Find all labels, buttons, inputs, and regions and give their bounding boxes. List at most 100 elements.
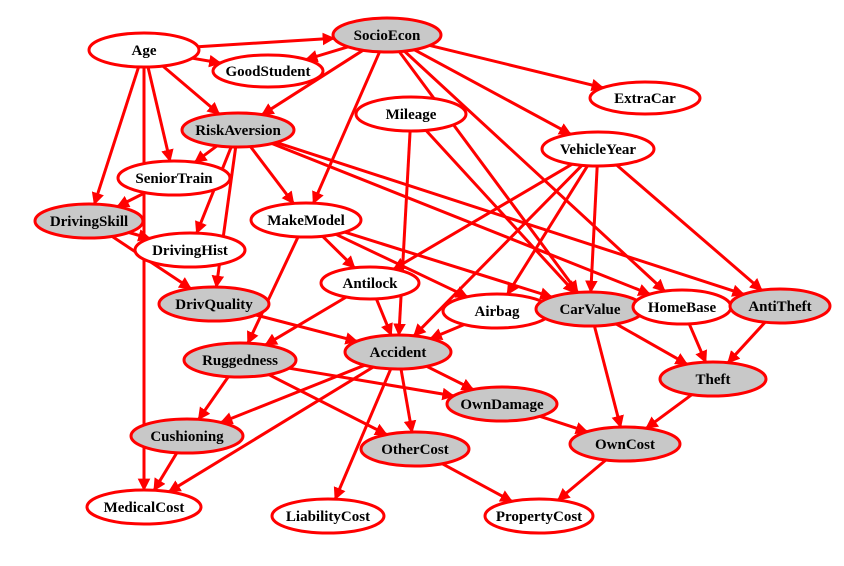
node-ellipse xyxy=(354,95,468,133)
edge-antilock-to-accident xyxy=(375,298,393,337)
edge-owndamage-to-owncost xyxy=(539,414,589,435)
edge-seniortrain-to-drivingskill xyxy=(116,191,146,208)
edge-socioecon-to-makemodel xyxy=(312,51,381,205)
node-ellipse xyxy=(445,385,559,423)
node-ellipse xyxy=(85,488,203,526)
node-carvalue: CarValue xyxy=(534,290,646,328)
node-owndamage: OwnDamage xyxy=(445,385,559,423)
node-ellipse xyxy=(157,285,271,323)
node-goodstudent: GoodStudent xyxy=(211,53,325,89)
node-ellipse xyxy=(87,31,201,69)
node-label: DrivingSkill xyxy=(50,214,128,230)
edge-accident-to-liabilitycost xyxy=(333,368,393,501)
node-cushioning: Cushioning xyxy=(129,417,245,455)
edge-accident-to-cushioning xyxy=(219,363,366,425)
node-label: Theft xyxy=(696,372,731,388)
edge-makemodel-to-carvalue xyxy=(344,230,553,300)
node-label: OtherCost xyxy=(381,442,449,458)
node-antitheft: AntiTheft xyxy=(728,287,832,325)
node-airbag: Airbag xyxy=(441,292,553,330)
node-accident: Accident xyxy=(343,333,453,371)
edge-age-to-seniortrain xyxy=(146,66,174,163)
node-liabilitycost: LiabilityCost xyxy=(270,497,386,535)
edge-drivingskill-to-drivinghist xyxy=(128,229,151,242)
node-ellipse xyxy=(343,333,453,371)
node-label: VehicleYear xyxy=(560,142,636,158)
node-propertycost: PropertyCost xyxy=(483,497,595,535)
node-ellipse xyxy=(116,159,232,197)
node-label: GoodStudent xyxy=(225,64,310,80)
node-ellipse xyxy=(728,287,832,325)
edge-socioecon-to-riskaversion xyxy=(261,48,364,116)
edge-riskaversion-to-antitheft xyxy=(275,140,745,297)
edge-homebase-to-theft xyxy=(687,323,708,364)
node-ellipse xyxy=(331,16,443,54)
node-medicalcost: MedicalCost xyxy=(85,488,203,526)
node-label: RiskAversion xyxy=(195,123,281,139)
node-riskaversion: RiskAversion xyxy=(180,111,296,149)
edge-cushioning-to-medicalcost xyxy=(152,451,179,492)
edge-age-to-riskaversion xyxy=(161,64,221,116)
edge-antilock-to-ruggedness xyxy=(264,295,348,347)
node-extracar: ExtraCar xyxy=(588,80,702,116)
edge-carvalue-to-theft xyxy=(615,322,689,366)
edge-age-to-socioecon xyxy=(197,32,336,49)
edge-drivquality-to-accident xyxy=(255,313,359,345)
node-label: DrivQuality xyxy=(175,297,253,313)
node-age: Age xyxy=(87,31,201,69)
node-label: Mileage xyxy=(386,107,437,123)
edge-age-to-drivingskill xyxy=(91,66,141,206)
node-ellipse xyxy=(211,53,325,89)
node-ellipse xyxy=(483,497,595,535)
edge-vehicleyear-to-airbag xyxy=(506,164,589,296)
node-ellipse xyxy=(568,425,682,463)
edge-age-to-goodstudent xyxy=(191,54,222,68)
edge-riskaversion-to-seniortrain xyxy=(193,144,218,164)
edge-othercost-to-propertycost xyxy=(441,462,513,503)
node-label: OwnCost xyxy=(595,437,655,453)
node-label: Antilock xyxy=(342,276,398,292)
node-drivquality: DrivQuality xyxy=(157,285,271,323)
node-mileage: Mileage xyxy=(354,95,468,133)
edge-makemodel-to-airbag xyxy=(335,232,469,299)
edge-antitheft-to-theft xyxy=(726,321,767,364)
node-antilock: Antilock xyxy=(319,265,421,301)
node-label: HomeBase xyxy=(648,300,717,316)
node-label: PropertyCost xyxy=(496,509,582,525)
edge-riskaversion-to-makemodel xyxy=(249,145,295,205)
node-ellipse xyxy=(540,130,656,168)
node-label: Ruggedness xyxy=(202,353,278,369)
node-ellipse xyxy=(270,497,386,535)
node-drivinghist: DrivingHist xyxy=(133,231,247,269)
node-vehicleyear: VehicleYear xyxy=(540,130,656,168)
edge-ruggedness-to-cushioning xyxy=(197,375,230,421)
node-label: Accident xyxy=(370,345,427,361)
edge-carvalue-to-owncost xyxy=(592,325,624,429)
node-label: Age xyxy=(132,43,157,59)
node-label: MedicalCost xyxy=(104,500,185,516)
node-owncost: OwnCost xyxy=(568,425,682,463)
node-drivingskill: DrivingSkill xyxy=(33,202,145,240)
edge-layer xyxy=(91,32,767,503)
node-ellipse xyxy=(319,265,421,301)
node-ellipse xyxy=(182,341,298,379)
node-ellipse xyxy=(249,201,363,239)
node-ellipse xyxy=(180,111,296,149)
edge-ruggedness-to-owndamage xyxy=(288,366,455,401)
node-socioecon: SocioEcon xyxy=(331,16,443,54)
edge-accident-to-othercost xyxy=(399,368,417,434)
node-label: LiabilityCost xyxy=(286,509,370,525)
node-makemodel: MakeModel xyxy=(249,201,363,239)
edge-mileage-to-accident xyxy=(393,130,412,337)
edge-airbag-to-accident xyxy=(429,323,465,341)
edge-socioecon-to-goodstudent xyxy=(304,45,349,63)
node-ellipse xyxy=(359,430,471,468)
node-label: DrivingHist xyxy=(152,243,228,259)
node-label: OwnDamage xyxy=(460,397,544,413)
node-label: CarValue xyxy=(559,302,620,318)
node-theft: Theft xyxy=(658,360,768,398)
edge-theft-to-owncost xyxy=(645,393,693,430)
node-layer: SocioEconAgeGoodStudentExtraCarMileageRi… xyxy=(33,16,832,535)
